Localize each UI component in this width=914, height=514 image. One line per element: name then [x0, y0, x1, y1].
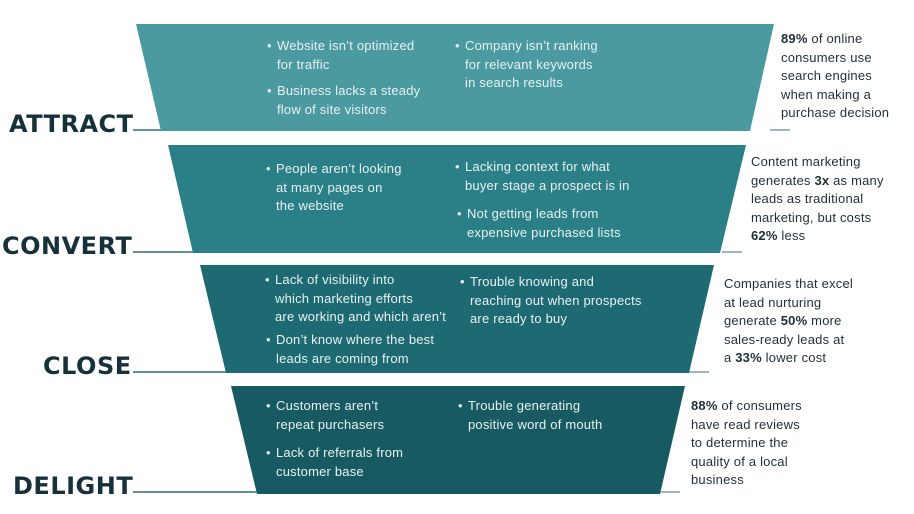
bullet-item: •Website isn’t optimized for traffic — [267, 38, 415, 72]
bullet-item: •Lack of visibility into which marketing… — [265, 272, 447, 324]
stage-label-delight: DELIGHT — [13, 472, 134, 500]
bullet-item: •Trouble generating positive word of mou… — [458, 398, 603, 432]
funnel-band-convert — [168, 145, 746, 253]
funnel-band-delight — [231, 386, 685, 494]
bullet-item: •Trouble knowing and reaching out when p… — [460, 274, 642, 326]
stage-label-attract: ATTRACT — [9, 110, 134, 138]
stage-label-convert: CONVERT — [2, 232, 133, 260]
stat-attract: 89% of online consumers use search engin… — [781, 31, 890, 120]
stat-convert: Content marketing generates 3x as many l… — [751, 154, 884, 243]
stage-label-close: CLOSE — [43, 352, 132, 380]
bullet-item: •Lack of referrals from customer base — [266, 445, 404, 479]
bullet-item: •Lacking context for what buyer stage a … — [455, 159, 630, 193]
funnel-band-close — [200, 265, 714, 373]
bullet-item: •Company isn’t ranking for relevant keyw… — [455, 38, 598, 90]
bullet-item: •Customers aren’t repeat purchasers — [266, 398, 385, 432]
funnel-band-attract — [136, 24, 774, 131]
bullet-item: •Business lacks a steady flow of site vi… — [267, 83, 421, 117]
stat-delight: 88% of consumers have read reviews to de… — [691, 398, 802, 487]
stat-close: Companies that excel at lead nurturing g… — [724, 276, 854, 365]
bullet-item: •Not getting leads from expensive purcha… — [457, 206, 621, 240]
bullet-item: •People aren’t looking at many pages on … — [266, 161, 402, 213]
bullet-item: •Don’t know where the best leads are com… — [266, 332, 435, 366]
